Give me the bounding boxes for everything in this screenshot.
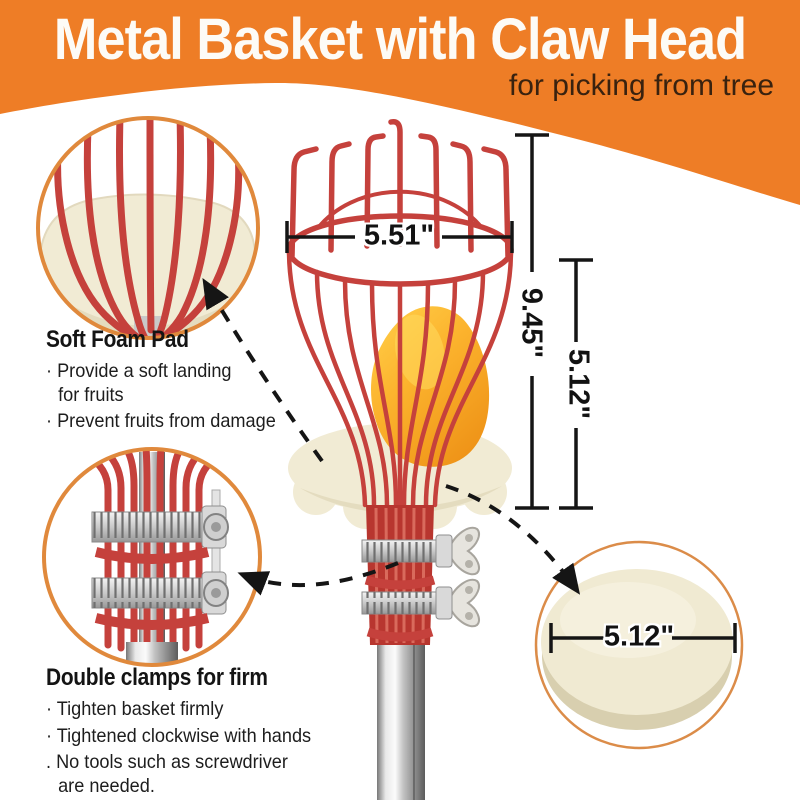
dim-label-basket-depth: 5.12" <box>562 348 595 420</box>
claw-prongs <box>289 118 511 259</box>
header-banner <box>0 0 800 205</box>
clamps-bullet-1: · Tighten basket firmly <box>46 698 224 720</box>
dim-label-pad-diameter: 5.12" <box>603 620 675 653</box>
clamps-bullet-2: · Tightened clockwise with hands <box>46 724 312 747</box>
hose-clamp <box>361 534 453 620</box>
clamps-heading: Double clamps for firm <box>46 664 268 691</box>
neck-and-clamps <box>361 505 480 650</box>
dim-label-basket-width: 5.51" <box>363 219 435 252</box>
foam-pad-bullet-1: · Provide a soft landing for fruits <box>46 360 232 406</box>
foam-pad-bullet-2: · Prevent fruits from damage <box>46 410 276 432</box>
telescopic-pole <box>377 645 425 800</box>
dimension-total-height <box>515 133 549 510</box>
dimension-basket-width <box>285 221 514 253</box>
arrow-to-foam-zoom <box>202 277 324 463</box>
foam-pad-heading: Soft Foam Pad <box>46 326 189 353</box>
callout-circle-foam-disc <box>534 540 744 750</box>
foam-pad-callout-text: Soft Foam Pad · Provide a soft landing f… <box>46 326 346 437</box>
callout-circle-clamps-zoom <box>42 447 262 667</box>
page-subtitle: for picking from tree <box>508 69 774 102</box>
callout-arrows <box>202 277 581 596</box>
page-title: Metal Basket with Claw Head <box>53 7 747 72</box>
clamps-bullet-3: . No tools such as screwdriver are neede… <box>46 751 288 797</box>
callout-circle-foam-zoom <box>36 116 260 340</box>
dimension-lines <box>285 133 737 653</box>
wing-nut <box>446 526 480 628</box>
dimension-pad-diameter <box>549 623 737 653</box>
basket-wires <box>286 247 514 508</box>
clamps-callout-text: Double clamps for firm · Tighten basket … <box>46 664 376 800</box>
dim-label-total-height: 9.45" <box>515 287 548 359</box>
arrow-to-foam-disc <box>445 484 581 595</box>
dimension-basket-depth <box>559 258 593 510</box>
